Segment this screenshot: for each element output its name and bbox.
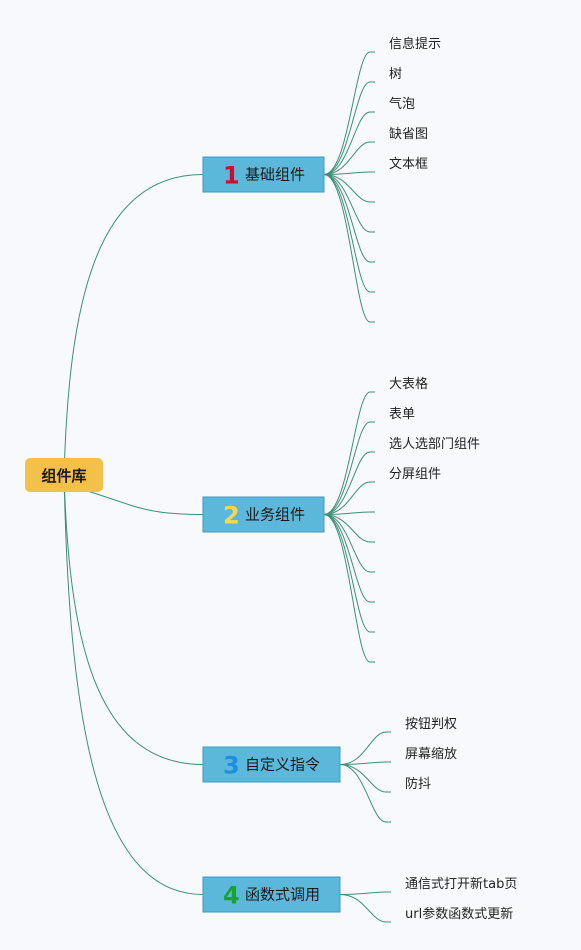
branch-label: 基础组件 [245, 166, 305, 184]
branch-node[interactable]: 3 自定义指令 [202, 746, 341, 783]
root-branch-connector [83, 489, 204, 515]
leaf-label[interactable]: 按钮判权 [405, 716, 457, 732]
branch-leaf-connector [339, 891, 391, 895]
leaf-label[interactable]: 分屏组件 [389, 467, 441, 482]
branch-leaf-connector [323, 141, 375, 175]
branch-leaf-connector [339, 731, 391, 765]
branch-leaf-connector [323, 451, 375, 515]
leaf-label[interactable]: 气泡 [389, 96, 415, 112]
branch-leaf-connector [323, 514, 375, 633]
leaf-label[interactable]: 信息提示 [389, 36, 441, 52]
leaf-label[interactable]: 树 [389, 67, 402, 82]
branch-leaf-connector [323, 421, 375, 515]
branch-leaf-connector [323, 514, 375, 603]
branch-leaf-connector [323, 514, 375, 663]
branch-node-box [202, 496, 325, 533]
leaf-label[interactable]: 选人选部门组件 [389, 437, 480, 452]
branch-node-box [202, 156, 325, 193]
branch-leaf-connector [323, 111, 375, 175]
branch-leaf-connector [323, 174, 375, 263]
branch-node[interactable]: 2 业务组件 [202, 496, 325, 533]
leaf-label[interactable]: 防抖 [405, 776, 431, 792]
branch-node-box [202, 876, 341, 913]
branch-leaf-connector [323, 81, 375, 175]
leaf-label[interactable]: 屏幕缩放 [405, 746, 457, 762]
root-branch-connector [63, 474, 204, 765]
leaf-label[interactable]: 大表格 [389, 376, 428, 392]
root-node-label: 组件库 [41, 467, 86, 485]
leaf-label[interactable]: 缺省图 [389, 127, 428, 142]
branch-nodes: 1 基础组件 2 业务组件 3 自定义指令 4 函数式调用 [202, 156, 341, 913]
branch-label: 函数式调用 [245, 886, 320, 904]
root-node[interactable]: 组件库 [25, 458, 103, 492]
branch-node[interactable]: 1 基础组件 [202, 156, 325, 193]
leaf-nodes: 信息提示树气泡缺省图文本框大表格表单选人选部门组件分屏组件按钮判权屏幕缩放防抖通… [389, 36, 517, 922]
root-node-box [25, 458, 103, 492]
branch-leaf-connector [323, 481, 375, 515]
branch-number-icon: 3 [223, 752, 240, 780]
branch-leaf-connector [323, 174, 375, 293]
branch-label: 业务组件 [245, 506, 305, 524]
branch-leaf-connector [323, 51, 375, 175]
leaf-label[interactable]: url参数函数式更新 [405, 906, 513, 922]
leaf-label[interactable]: 表单 [389, 407, 415, 422]
leaf-label[interactable]: 通信式打开新tab页 [405, 876, 517, 892]
root-branch-connector [63, 474, 204, 895]
leaf-label[interactable]: 文本框 [389, 157, 428, 172]
branch-leaf-connector [339, 894, 391, 923]
branch-leaf-connector [323, 391, 375, 515]
branch-leaf-connector [339, 761, 391, 765]
branch-node[interactable]: 4 函数式调用 [202, 876, 341, 913]
branch-leaf-connector [323, 511, 375, 515]
branch-leaf-connector [339, 764, 391, 823]
branch-leaf-connector [323, 514, 375, 543]
branch-number-icon: 1 [223, 162, 240, 190]
branch-leaf-connector [323, 174, 375, 323]
connector-lines [63, 51, 391, 923]
branch-label: 自定义指令 [245, 756, 320, 774]
branch-leaf-connector [323, 171, 375, 175]
branch-leaf-connector [323, 174, 375, 233]
branch-leaf-connector [323, 174, 375, 203]
branch-number-icon: 2 [223, 502, 240, 530]
branch-node-box [202, 746, 341, 783]
root-branch-connector [63, 174, 204, 476]
branch-number-icon: 4 [223, 882, 240, 910]
branch-leaf-connector [339, 764, 391, 793]
branch-leaf-connector [323, 514, 375, 573]
